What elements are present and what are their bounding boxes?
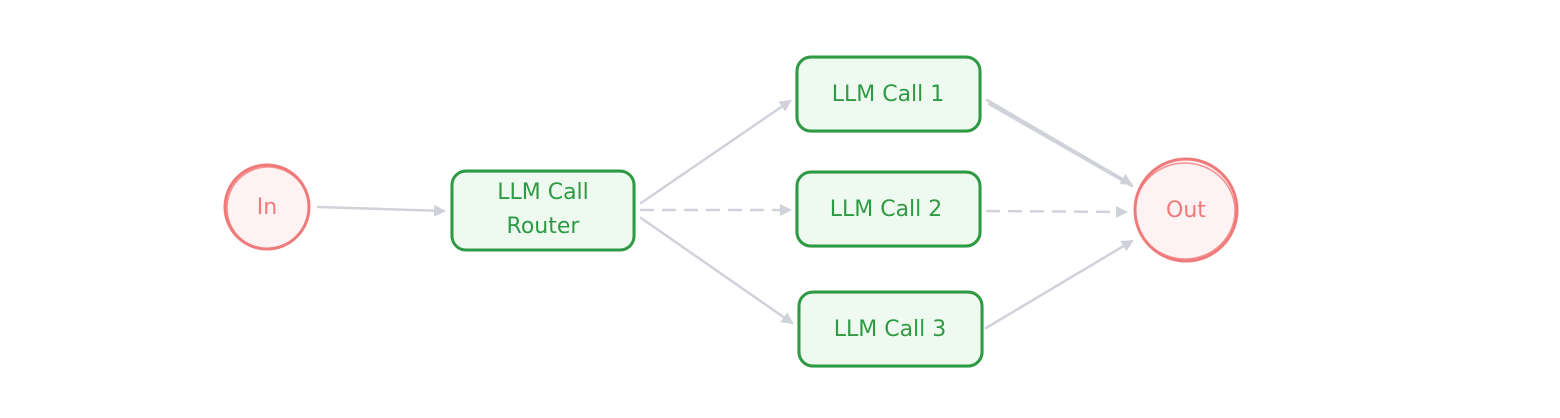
llm-call-3-label: LLM Call 3 <box>834 317 947 342</box>
edge-in-to-router <box>316 204 446 217</box>
edges <box>316 98 1134 330</box>
input-node: In <box>223 163 311 251</box>
output-node-label: Out <box>1166 198 1206 223</box>
edge-call3-to-out <box>984 239 1134 330</box>
llm-call-2-label: LLM Call 2 <box>830 197 943 222</box>
router-node-label-line1: LLM Call <box>497 180 589 205</box>
router-node: LLM Call Router <box>450 169 636 252</box>
router-node-label-line2: Router <box>507 214 581 239</box>
output-node: Out <box>1133 157 1239 263</box>
llm-call-1-label: LLM Call 1 <box>832 82 945 107</box>
llm-call-3-node: LLM Call 3 <box>797 290 984 368</box>
edge-call1-to-out-sketch <box>987 102 1134 188</box>
llm-call-2-node: LLM Call 2 <box>795 170 982 248</box>
edge-call1-to-out <box>985 98 1133 186</box>
edge-router-to-call3 <box>639 216 794 325</box>
edge-router-to-call1 <box>639 99 792 205</box>
input-node-label: In <box>257 195 277 220</box>
edge-call2-to-out <box>985 205 1128 218</box>
llm-call-1-node: LLM Call 1 <box>795 55 982 133</box>
